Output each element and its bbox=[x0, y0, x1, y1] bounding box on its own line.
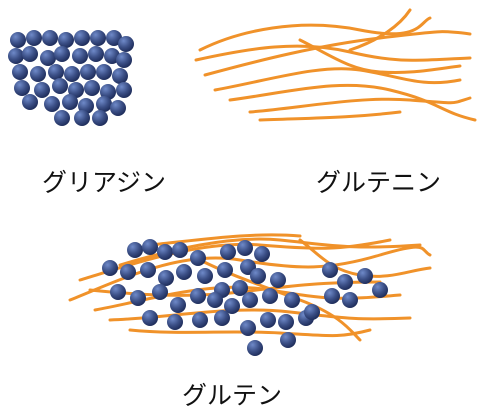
gluten-bead bbox=[278, 314, 294, 330]
gluten-bead bbox=[130, 290, 146, 306]
gliadin-bead bbox=[58, 32, 74, 48]
gliadin-bead bbox=[96, 96, 112, 112]
gluten-bead bbox=[337, 274, 353, 290]
gliadin-bead bbox=[92, 110, 108, 126]
gluten-bead bbox=[232, 280, 248, 296]
gluten-bead bbox=[167, 314, 183, 330]
gluten-bead bbox=[240, 320, 256, 336]
gliadin-bead bbox=[106, 30, 122, 46]
gluten-bead bbox=[127, 242, 143, 258]
gliadin-bead bbox=[54, 110, 70, 126]
gluten-bead bbox=[214, 310, 230, 326]
gliadin-bead bbox=[12, 64, 28, 80]
gliadin-bead bbox=[84, 80, 100, 96]
gliadin-bead bbox=[110, 100, 126, 116]
gliadin-bead bbox=[30, 66, 46, 82]
gluten-fiber bbox=[108, 308, 412, 322]
gliadin-bead bbox=[54, 46, 70, 62]
gluten-bead bbox=[142, 239, 158, 255]
gluten-bead bbox=[284, 292, 300, 308]
gluten-bead bbox=[142, 310, 158, 326]
gluten-bead-network-icon bbox=[102, 239, 388, 356]
gliadin-bead bbox=[64, 66, 80, 82]
gliadin-bead bbox=[80, 64, 96, 80]
gluten-bead bbox=[262, 288, 278, 304]
gliadin-bead bbox=[118, 36, 134, 52]
gluten-bead bbox=[324, 288, 340, 304]
gluten-bead bbox=[242, 292, 258, 308]
gluten-bead bbox=[152, 284, 168, 300]
gluten-bead bbox=[207, 292, 223, 308]
gliadin-bead bbox=[116, 52, 132, 68]
gliadin-bead bbox=[42, 30, 58, 46]
gliadin-bead bbox=[22, 46, 38, 62]
gluten-bead bbox=[190, 288, 206, 304]
gliadin-bead bbox=[34, 82, 50, 98]
gluten-bead bbox=[170, 297, 186, 313]
gliadin-bead bbox=[48, 64, 64, 80]
gliadin-bead bbox=[62, 94, 78, 110]
gluten-bead bbox=[250, 268, 266, 284]
gluten-bead bbox=[220, 244, 236, 260]
gluten-bead bbox=[372, 282, 388, 298]
gliadin-bead-cluster-icon bbox=[8, 30, 134, 126]
gluten-fiber bbox=[148, 233, 302, 247]
gluten-bead bbox=[157, 244, 173, 260]
glutenin-fiber bbox=[348, 8, 412, 52]
gluten-bead bbox=[140, 262, 156, 278]
gluten-bead bbox=[260, 312, 276, 328]
glutenin-fiber bbox=[228, 83, 477, 122]
gluten-bead bbox=[342, 292, 358, 308]
gluten-bead bbox=[254, 246, 270, 262]
gluten-bead bbox=[280, 332, 296, 348]
glutenin-fiber bbox=[258, 110, 402, 122]
gluten-bead bbox=[304, 304, 320, 320]
gliadin-bead bbox=[112, 68, 128, 84]
gliadin-bead bbox=[96, 64, 112, 80]
gluten-bead bbox=[224, 298, 240, 314]
glutenin-fiber-strands-icon bbox=[194, 8, 477, 122]
glutenin-fiber bbox=[198, 16, 432, 52]
glutenin-fiber bbox=[203, 30, 472, 77]
glutenin-fiber bbox=[194, 44, 472, 62]
gluten-bead bbox=[102, 260, 118, 276]
gluten-bead bbox=[172, 242, 188, 258]
gliadin-bead bbox=[90, 30, 106, 46]
gluten-bead bbox=[120, 264, 136, 280]
glutenin-fiber bbox=[298, 38, 462, 75]
gluten-bead bbox=[176, 264, 192, 280]
gluten-bead bbox=[110, 284, 126, 300]
gluten-bead bbox=[217, 262, 233, 278]
gluten-bead bbox=[322, 262, 338, 278]
gliadin-label: グリアジン bbox=[42, 168, 167, 197]
gliadin-bead bbox=[14, 80, 30, 96]
gliadin-bead bbox=[26, 30, 42, 46]
gliadin-bead bbox=[22, 94, 38, 110]
gluten-bead bbox=[197, 268, 213, 284]
gluten-bead bbox=[247, 340, 263, 356]
gliadin-bead bbox=[74, 30, 90, 46]
gluten-bead bbox=[270, 272, 286, 288]
gluten-bead bbox=[192, 312, 208, 328]
gluten-bead bbox=[357, 268, 373, 284]
gliadin-bead bbox=[74, 110, 90, 126]
gliadin-bead bbox=[10, 32, 26, 48]
gliadin-bead bbox=[116, 82, 132, 98]
gliadin-bead bbox=[88, 46, 104, 62]
gliadin-bead bbox=[68, 82, 84, 98]
gluten-fiber bbox=[68, 245, 432, 302]
gluten-label: グルテン bbox=[182, 381, 283, 410]
gliadin-bead bbox=[40, 50, 56, 66]
glutenin-label: グルテニン bbox=[316, 168, 442, 197]
glutenin-fiber bbox=[248, 96, 472, 114]
gluten-fiber bbox=[128, 328, 372, 338]
gliadin-bead bbox=[44, 96, 60, 112]
gluten-bead bbox=[190, 250, 206, 266]
gliadin-bead bbox=[52, 78, 68, 94]
gliadin-bead bbox=[8, 48, 24, 64]
gliadin-bead bbox=[72, 48, 88, 64]
gluten-bead bbox=[158, 270, 174, 286]
gluten-bead bbox=[237, 240, 253, 256]
